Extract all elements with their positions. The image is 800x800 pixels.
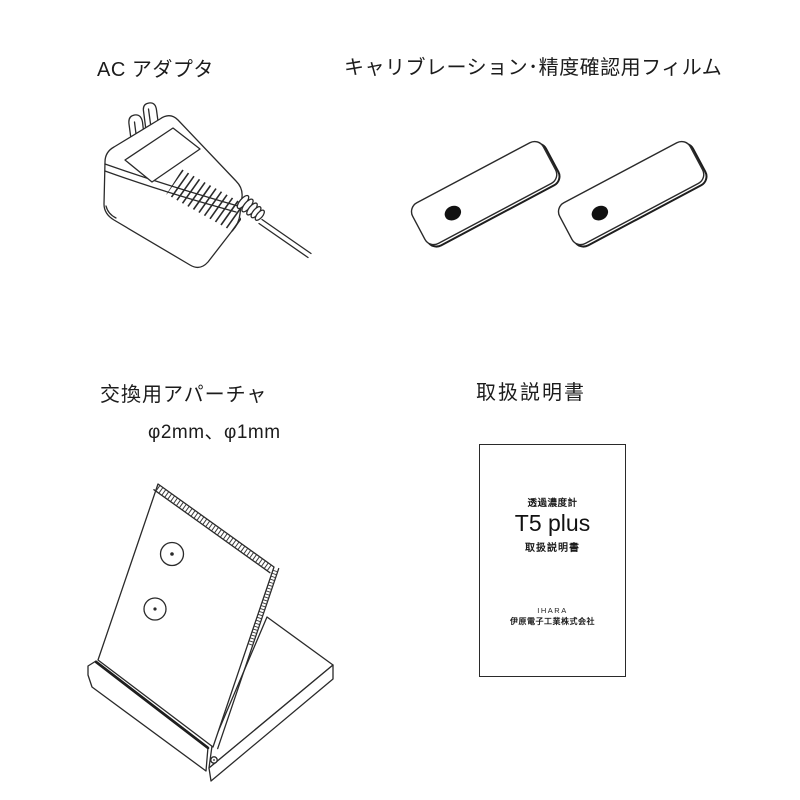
label-user-manual: 取扱説明書 — [476, 382, 586, 404]
manual-brand-logo: IHARA — [537, 606, 568, 615]
ac-adapter-illustration — [90, 100, 315, 278]
adapter-label-plate — [124, 127, 201, 183]
vent-slats-icon — [165, 169, 241, 232]
label-aperture-sizes: φ2mm、φ1mm — [148, 422, 281, 443]
manual-cover: 透過濃度計 T5 plus 取扱説明書 IHARA 伊原電子工業株式会社 — [479, 444, 626, 677]
film-density-patch — [444, 205, 462, 221]
aperture-hole-1mm — [143, 597, 167, 621]
label-calibration-film: キャリブレーション･精度確認用フィルム — [344, 57, 723, 79]
manual-title: 取扱説明書 — [525, 543, 580, 554]
label-ac-adapter: AC アダプタ — [97, 59, 214, 81]
calibration-film-illustration — [395, 128, 715, 263]
cable-strain-relief-icon — [236, 194, 265, 221]
label-replacement-aperture: 交換用アパーチャ — [100, 384, 268, 406]
base-screw-icon — [210, 756, 218, 764]
manual-company: 伊原電子工業株式会社 — [510, 617, 595, 626]
film-strip — [410, 140, 561, 248]
film-strip — [557, 140, 708, 248]
manual-product-type: 透過濃度計 — [527, 498, 578, 509]
film-density-patch — [591, 205, 609, 221]
power-cord-icon — [258, 218, 312, 259]
aperture-stand-illustration — [70, 460, 350, 790]
stand-front-lip — [87, 660, 210, 772]
aperture-plate — [97, 483, 275, 748]
manual-model: T5 plus — [514, 510, 591, 536]
aperture-hole-2mm — [159, 541, 185, 567]
stand-base — [208, 616, 334, 782]
